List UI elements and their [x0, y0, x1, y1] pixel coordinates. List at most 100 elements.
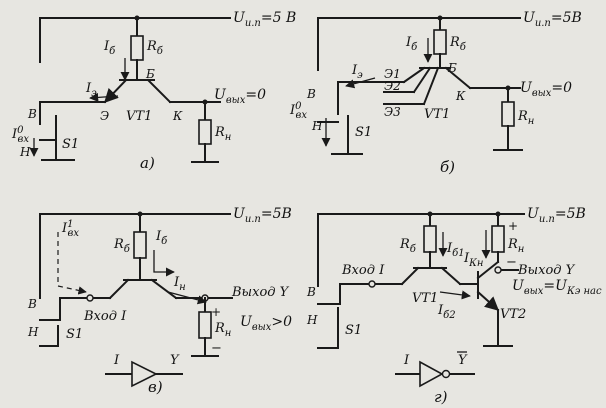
panel-c-h-label: Н	[27, 325, 39, 339]
panel-b-wire	[317, 17, 521, 71]
panel-a-emitter-lead	[103, 78, 128, 104]
panel-d-wire	[317, 213, 525, 287]
panel-c-ib-label: Iб	[155, 229, 168, 247]
panel-b-rb-label: Rб	[449, 35, 467, 53]
panel-b-vt1-label: VT1	[424, 107, 450, 122]
panel-c-plus-label: +	[211, 305, 221, 319]
panel-a-supply-label: Uи.п=5 В	[233, 10, 296, 29]
panel-d-s1-label: S1	[345, 323, 362, 338]
panel-b-emitter-leads	[402, 66, 440, 106]
panel-d-h-label: Н	[306, 313, 318, 327]
panel-b-ie-label: Iэ	[351, 63, 363, 81]
panel-d-input-label: Вход I	[341, 263, 385, 278]
panel-d-ib2-label: Iб2	[437, 303, 456, 321]
panel-b-supply-label: Uи.п=5В	[523, 10, 582, 29]
panel-c-ivx-dashed-arrow	[57, 232, 87, 295]
panel-c-wire	[39, 213, 231, 299]
panel-d-supply-label: Uи.п=5В	[527, 206, 586, 225]
panel-c-load-resistor	[198, 311, 212, 339]
panel-a-load-resistor	[198, 119, 212, 145]
panel-c-output-label: Выход Y	[231, 285, 290, 300]
panel-a-s1-label: S1	[62, 137, 79, 152]
panel-d-rb-label: Rб	[399, 237, 417, 255]
panel-c-s1-label: S1	[66, 327, 83, 342]
panel-d-caption: г)	[434, 388, 448, 406]
panel-d-vt2-label: VT2	[500, 307, 526, 322]
panel-a-wire	[39, 139, 57, 161]
panel-c-wire	[39, 297, 61, 321]
panel-d-wire	[494, 266, 502, 274]
panel-c-buffer-symbol	[131, 360, 158, 388]
panel-a-ie-arrow	[89, 92, 119, 102]
panel-b-b-label: В	[306, 87, 316, 101]
panel-d-uout-label: Uвых=UКэ нас	[512, 278, 602, 297]
panel-a-ie-label: Iэ	[85, 81, 97, 99]
panel-b-caption: б)	[440, 158, 455, 176]
panel-d-plus-label: +	[508, 219, 518, 233]
panel-a-collector-label: К	[172, 109, 183, 123]
panel-b-multi-emitter-switch: Uи.п=5В Rб Iб Б Э1 Э2 Э3 VT1 К Iэ В Н S1…	[289, 10, 582, 176]
panel-b-collector-lead	[444, 66, 472, 90]
panel-a-base-resistor	[130, 35, 144, 61]
panel-b-e1-label: Э1	[384, 67, 401, 81]
panel-c-wire	[39, 325, 59, 347]
panel-a-wire	[39, 101, 106, 125]
panel-a-collector-lead	[146, 78, 172, 104]
panel-d-rn-label: Rн	[507, 237, 524, 255]
panel-c-uout-label: Uвых>0	[240, 314, 292, 333]
panel-b-h-label: Н	[311, 119, 323, 133]
panel-d-wire	[441, 369, 451, 379]
panel-d-vt2-leads	[476, 260, 498, 310]
panel-a-wire	[191, 143, 219, 163]
panel-c-rn-label: Rн	[214, 321, 231, 339]
panel-d-load-resistor	[491, 225, 505, 253]
panel-a-emitter-label: Э	[100, 109, 109, 123]
panel-d-inverter-symbol	[419, 360, 444, 388]
panel-b-uout-label: Uвых=0	[520, 80, 572, 99]
panel-c-rb-label: Rб	[113, 237, 131, 255]
panel-c-supply-label: Uи.п=5В	[233, 206, 292, 225]
panel-a-rn-label: Rн	[214, 125, 231, 143]
panel-d-ib1-label: Iб1	[446, 241, 465, 259]
panel-d-wire	[368, 280, 376, 288]
panel-b-load-resistor	[501, 101, 515, 127]
panel-c-transistor-leads	[108, 278, 178, 300]
panel-a-vt1-label: VT1	[126, 109, 152, 124]
panel-a-ib-label: Iб	[103, 39, 116, 57]
panel-d-output-label: Выход Y	[517, 263, 576, 278]
panel-d-minus-label: −	[506, 255, 517, 270]
panel-c-minus-label: −	[211, 341, 222, 356]
panel-c-wire	[86, 294, 94, 302]
panel-b-wire	[493, 125, 523, 151]
panel-c-input-label: Вход I	[83, 309, 127, 324]
panel-c-wire	[153, 250, 175, 277]
panel-b-base-label: Б	[447, 61, 457, 75]
panel-c-symbol-output: Y	[170, 353, 180, 368]
panel-d-wire	[439, 290, 471, 300]
panel-a-rb-label: Rб	[146, 39, 164, 57]
panel-a-b-label: В	[27, 107, 37, 121]
panel-d-wire	[317, 307, 339, 349]
panel-a-supply-rail	[39, 17, 231, 63]
panel-c-wire	[191, 337, 219, 357]
panel-b-e3-label: Э3	[384, 105, 401, 119]
panel-c-b-label: В	[27, 297, 37, 311]
panel-c-symbol-input: I	[113, 353, 120, 368]
panel-b-ib-label: Iб	[405, 35, 418, 53]
panel-c-caption: в)	[148, 378, 163, 396]
panel-c-ih-label: Iн	[173, 275, 186, 293]
panel-b-wire	[345, 77, 376, 89]
panel-d-symbol-input: I	[403, 353, 410, 368]
panel-b-wire	[331, 115, 363, 155]
panel-d-symbol-output: Y	[458, 353, 468, 368]
panel-d-ikn-label: IКн	[463, 251, 483, 269]
panel-d-inverter: Uи.п=5В Rб Iб1 Вход I VT1 Iб2 VT2 Rн + −…	[306, 206, 602, 406]
panel-a-base-label: Б	[145, 67, 155, 81]
panel-d-wire	[400, 266, 462, 286]
panel-b-collector-label: К	[455, 89, 466, 103]
